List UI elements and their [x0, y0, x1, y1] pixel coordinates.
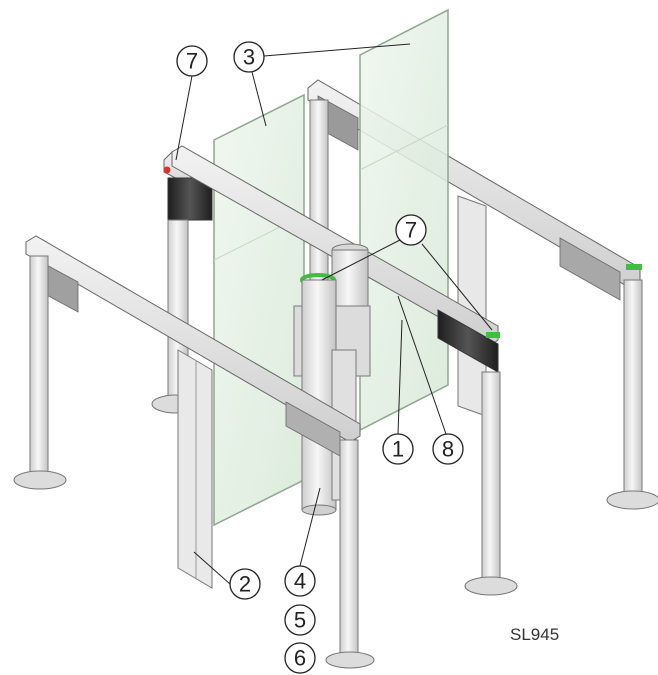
right-gate-post: [464, 371, 518, 596]
leader-1: [397, 319, 403, 435]
column-bottom: [301, 504, 337, 516]
callout-7b: 7: [395, 214, 427, 246]
leader-7b-left: [321, 239, 401, 281]
glass-panel-front: [213, 93, 305, 527]
callout-7b-label: 7: [405, 218, 417, 243]
front-left-front-base: [325, 651, 375, 669]
callout-4: 4: [284, 565, 316, 597]
front-left-post-back: [29, 255, 49, 477]
figure-code: SL945: [510, 625, 559, 644]
front-left-post-front: [339, 439, 359, 659]
main-diagonal-bar: [171, 145, 500, 373]
callout-1-label: 1: [392, 437, 404, 462]
central-column: [293, 243, 371, 516]
callout-1: 1: [382, 433, 414, 465]
leader-7a: [175, 75, 193, 161]
callout-6: 6: [284, 642, 316, 674]
callout-4-label: 4: [294, 569, 306, 594]
back-right-post-right: [623, 279, 643, 509]
callout-5-label: 5: [294, 608, 306, 633]
callout-3-label: 3: [243, 45, 255, 70]
leader-7b-right: [421, 243, 493, 331]
green-led-main-end: [486, 332, 500, 338]
back-right-base: [606, 490, 658, 510]
back-right-bar-dark-strip-end: [559, 237, 621, 301]
red-led-left: [163, 166, 171, 174]
side-panel: [177, 349, 213, 589]
main-bar-top: [171, 145, 499, 347]
right-post: [481, 371, 501, 585]
leader-3b: [251, 71, 267, 127]
callout-6-label: 6: [294, 646, 306, 671]
front-left-base: [13, 470, 67, 490]
side-panel-body: [177, 349, 213, 589]
callout-2: 2: [229, 568, 261, 600]
front-left-bar: [25, 235, 361, 443]
leader-4: [299, 487, 321, 567]
callouts: 7 3 7 1 8 2 4 5: [176, 41, 464, 674]
callout-3: 3: [233, 41, 265, 73]
callout-8-label: 8: [442, 437, 454, 462]
glass-highlight-2: [359, 124, 449, 171]
green-led-back-right: [626, 264, 642, 270]
leader-3a: [263, 43, 411, 57]
callout-5: 5: [284, 604, 316, 636]
leader-2: [193, 551, 231, 585]
callout-7a-label: 7: [186, 49, 198, 74]
leader-lines: [175, 43, 493, 585]
callout-2-label: 2: [239, 572, 251, 597]
right-post-base: [464, 576, 518, 596]
callout-7a: 7: [176, 45, 208, 77]
callout-8: 8: [432, 433, 464, 465]
leader-8: [397, 295, 447, 435]
front-left-frame: [13, 235, 375, 669]
